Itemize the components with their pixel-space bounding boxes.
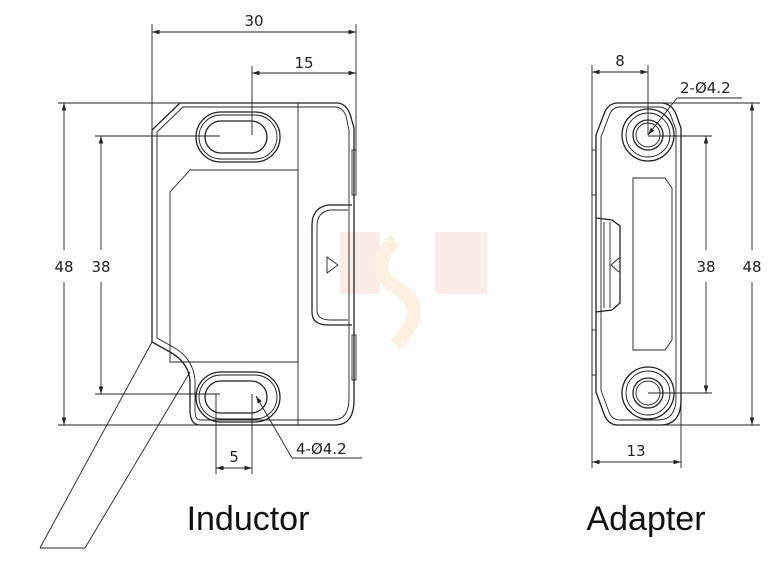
dim-half-width: 15	[294, 54, 313, 72]
adapter-body	[591, 102, 682, 426]
dim-offset: 8	[615, 52, 625, 70]
dim-holes: 4-Ø4.2	[296, 440, 347, 458]
arrow-marker-icon	[610, 257, 620, 273]
inductor-label: Inductor	[187, 500, 310, 538]
dim-holes: 2-Ø4.2	[680, 79, 731, 97]
inductor-body	[39, 102, 357, 549]
dim-width: 30	[244, 12, 263, 30]
arrow-marker-icon	[326, 256, 339, 274]
adapter-dimensions: 8 2-Ø4.2 38 48 13	[591, 52, 762, 468]
dim-hole-pitch: 38	[696, 258, 715, 276]
watermark-logo	[340, 232, 487, 350]
dim-height: 48	[54, 258, 73, 276]
inductor-dimensions: 30 15 48 38 5 4-Ø4.2	[54, 12, 362, 474]
dim-slot: 5	[229, 448, 239, 466]
adapter-label: Adapter	[586, 500, 705, 538]
dim-width: 13	[626, 442, 645, 460]
dim-hole-pitch: 38	[91, 258, 110, 276]
dim-height: 48	[742, 258, 761, 276]
